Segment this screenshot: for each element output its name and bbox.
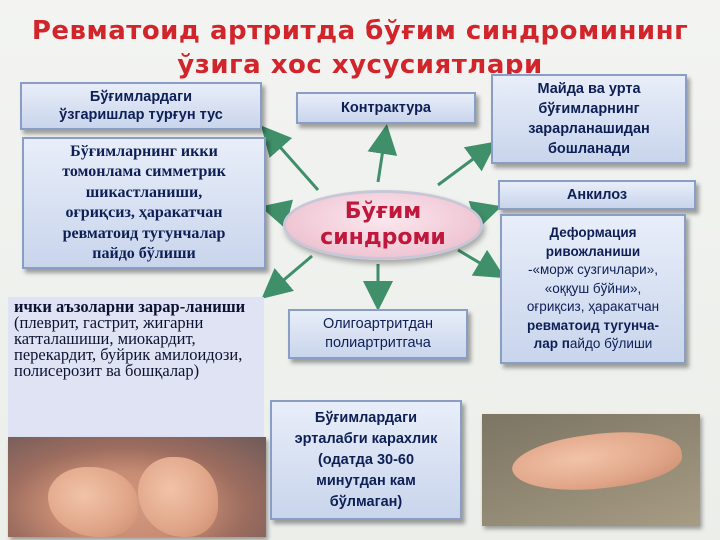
small-medium-line-4: бошланади bbox=[547, 141, 631, 157]
box-morning-stiffness: Бўғимлардаги эрталабги карахлик (одатда … bbox=[270, 400, 462, 520]
small-medium-line-1: Майда ва урта bbox=[537, 81, 641, 97]
arrow-to-color-change bbox=[261, 125, 320, 191]
arrow-to-contracture bbox=[367, 124, 398, 183]
organs-bold: ички аъзоларни зарар-ланиши bbox=[14, 297, 246, 316]
symmetric-line-1: Бўғимларнинг икки bbox=[70, 142, 218, 160]
deformation-line-3: -«морж сузгичлари», bbox=[528, 262, 658, 278]
small-medium-line-2: бўғимларнинг bbox=[538, 101, 640, 117]
slide-title: Ревматоид артритда бўғим синдромининг ўз… bbox=[0, 14, 720, 82]
deformation-line-1: Деформация bbox=[549, 225, 637, 241]
ankylosis-text: Анкилоз bbox=[566, 187, 628, 203]
title-line-2: ўзига хос хусусиятлари bbox=[177, 50, 543, 80]
symmetric-line-2: томонлама симметрик bbox=[62, 163, 226, 180]
deformation-line-7: лар пайдо бўлиши bbox=[527, 335, 659, 354]
box-symmetric-lesion: Бўғимларнинг икки томонлама симметрик ши… bbox=[22, 137, 266, 269]
contracture-text: Контрактура bbox=[340, 100, 431, 116]
symmetric-line-3: шикастланиши, bbox=[85, 183, 203, 201]
color-change-line-1: Бўғимлардаги bbox=[89, 89, 193, 105]
internal-organs-text: ички аъзоларни зарар-ланиши (плеврит, га… bbox=[8, 297, 264, 437]
deformation-line-5: оғриқсиз, ҳаракатчан bbox=[526, 299, 660, 315]
central-hub-joint-syndrome: Бўғим синдроми bbox=[283, 190, 483, 260]
symmetric-line-5: ревматоид тугунчалар bbox=[62, 224, 226, 242]
color-change-line-2: ўзгаришлар турғун тус bbox=[59, 107, 223, 123]
deformation-line-4: «оққуш бўйни», bbox=[544, 280, 642, 296]
symmetric-line-4: оғриқсиз, ҳаракатчан bbox=[65, 204, 223, 221]
hub-line-1: Бўғим bbox=[344, 199, 422, 224]
deformation-line-7b: айдо бўлиши bbox=[569, 336, 653, 352]
box-contracture: Контрактура bbox=[296, 92, 476, 124]
morning-line-5: бўлмаган) bbox=[329, 493, 403, 510]
box-color-change: Бўғимлардаги ўзгаришлар турғун тус bbox=[20, 82, 262, 130]
box-small-medium-joints: Майда ва урта бўғимларнинг зарарланашида… bbox=[491, 74, 687, 164]
hub-line-2: синдроми bbox=[320, 225, 446, 250]
deformation-line-7a: лар п bbox=[533, 336, 570, 352]
arrow-to-small-medium bbox=[437, 141, 497, 187]
box-deformation: Деформация ривожланиши -«морж сузгичлари… bbox=[500, 214, 686, 364]
hand-photo-right bbox=[482, 414, 700, 526]
title-line-1: Ревматоид артритда бўғим синдромининг bbox=[31, 16, 689, 46]
arrow-to-symmetric bbox=[260, 199, 294, 229]
morning-line-3: (одатда 30-60 bbox=[317, 451, 415, 468]
hands-photo-left bbox=[8, 437, 266, 537]
symmetric-line-6: пайдо бўлиши bbox=[92, 245, 196, 262]
arrow-to-organs bbox=[261, 254, 313, 299]
arrow-to-ankylosis bbox=[468, 200, 502, 230]
deformation-line-6: ревматоид тугунча- bbox=[526, 317, 660, 333]
morning-line-2: эрталабги карахлик bbox=[294, 430, 438, 447]
deformation-line-2: ривожланиши bbox=[545, 243, 641, 259]
box-oligo-poly: Олигоартритдан полиартритгача bbox=[288, 309, 468, 359]
organs-rest: (плеврит, гастрит, жигарни катталашиши, … bbox=[14, 313, 243, 380]
box-ankylosis: Анкилоз bbox=[498, 180, 696, 210]
morning-line-1: Бўғимлардаги bbox=[314, 409, 418, 426]
morning-line-4: минутдан кам bbox=[316, 472, 416, 489]
small-medium-line-3: зарарланашидан bbox=[528, 121, 650, 137]
oligo-line-2: полиартритгача bbox=[325, 335, 431, 351]
oligo-line-1: Олигоартритдан bbox=[322, 316, 434, 332]
arrow-to-deformation bbox=[457, 248, 506, 279]
